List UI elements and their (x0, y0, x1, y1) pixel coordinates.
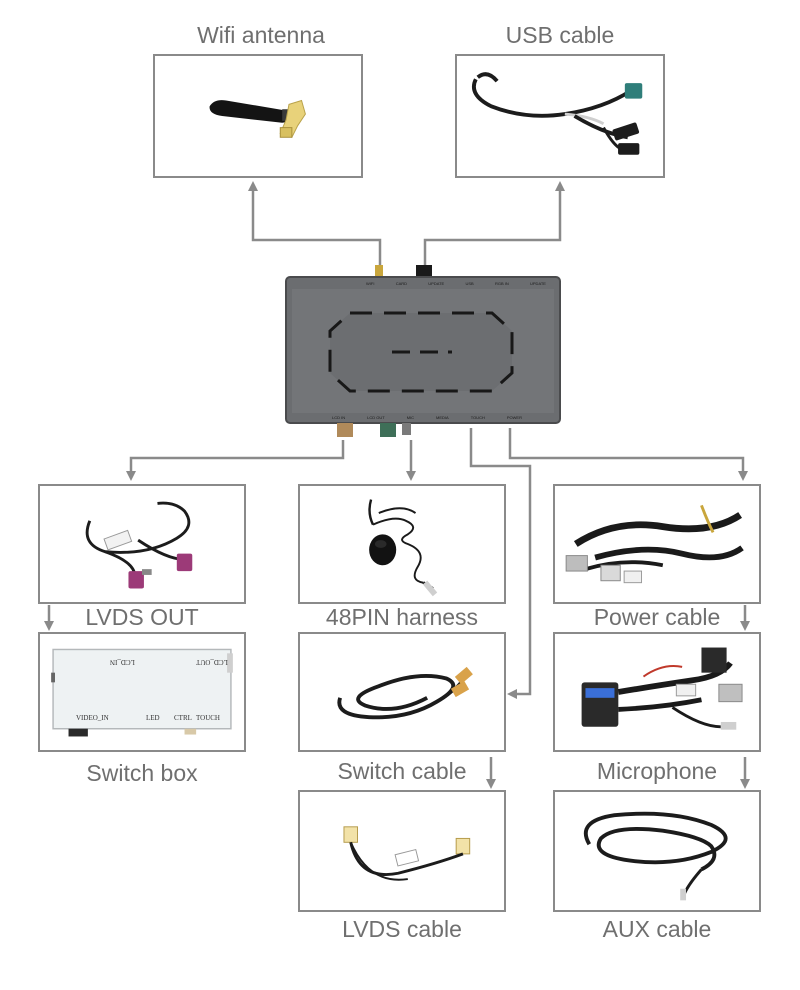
microphone-label: Microphone (596, 758, 718, 784)
microphone-box (553, 632, 761, 752)
module-top-ports: WIFI CARD UPDATE USB RGB IN UPDATE (366, 281, 546, 286)
port-label: USB (465, 281, 474, 286)
lvds-cable-label: LVDS cable (342, 916, 462, 942)
port-label: UPDATE (530, 281, 546, 286)
arrow-to-lvds-out (126, 440, 345, 481)
module-bottom-ports: LCD IN LCD OUT MIC MEDIA TOUCH POWER (332, 415, 522, 420)
navigation-module: WIFI CARD UPDATE USB RGB IN UPDATE LCD I… (282, 265, 564, 445)
switch-cable-icon (337, 666, 473, 720)
antenna-icon (209, 99, 306, 138)
arrow-to-power-cable (508, 428, 748, 481)
fakra-cable-icon (85, 501, 193, 589)
switch-cable-box (298, 632, 506, 752)
port-label: WIFI (366, 281, 375, 286)
wire-harness-icon (565, 504, 744, 584)
switch-box-port-lcd-out: LCD_OUT (196, 658, 228, 666)
navigation-module-icon (285, 265, 561, 437)
aux-cable-icon (583, 811, 728, 901)
arrow-to-microphone (469, 428, 532, 699)
wifi-antenna-label: Wifi antenna (197, 22, 325, 48)
port-label: LCD OUT (367, 415, 385, 420)
harness-connector-icon (581, 647, 743, 730)
lvds-cable-box (298, 790, 506, 912)
switch-box-box: LCD_IN LCD_OUT VIDEO_IN LED CTRL TOUCH (38, 632, 246, 752)
power-cable-label: Power cable (593, 604, 721, 630)
port-label: UPDATE (428, 281, 445, 286)
switch-box-port-video-in: VIDEO_IN (76, 714, 109, 722)
arrow-to-usb-cable (423, 181, 565, 265)
usb-cable-box (455, 54, 665, 178)
switch-box-port-led: LED (146, 714, 160, 722)
switch-box-port-touch: TOUCH (196, 714, 220, 722)
switch-box-label: Switch box (86, 760, 198, 786)
48pin-harness-label: 48PIN harness (325, 604, 479, 630)
port-label: CARD (395, 281, 408, 286)
switch-box-port-lcd-in: LCD_IN (110, 658, 135, 666)
switch-box-port-ctrl: CTRL (174, 714, 192, 722)
lvds-cable-icon (343, 826, 471, 881)
power-cable-box (553, 484, 761, 604)
usb-cable-label: USB cable (505, 22, 615, 48)
48pin-harness-box (298, 484, 506, 604)
port-label: RGB IN (494, 281, 509, 286)
switch-box-icon (51, 648, 233, 737)
lvds-out-label: LVDS OUT (85, 604, 199, 630)
aux-cable-label: AUX cable (602, 916, 712, 942)
microphone-headset-icon (368, 499, 438, 597)
arrow-to-wifi-antenna (248, 181, 382, 265)
port-label: MIC (406, 415, 415, 420)
aux-cable-box (553, 790, 761, 912)
lvds-out-box (38, 484, 246, 604)
switch-cable-label: Switch cable (337, 758, 467, 784)
wifi-antenna-box (153, 54, 363, 178)
usb-cable-icon (471, 72, 643, 155)
port-label: MEDIA (436, 415, 449, 420)
port-label: LCD IN (332, 415, 346, 420)
port-label: POWER (506, 415, 522, 420)
port-label: TOUCH (470, 415, 485, 420)
